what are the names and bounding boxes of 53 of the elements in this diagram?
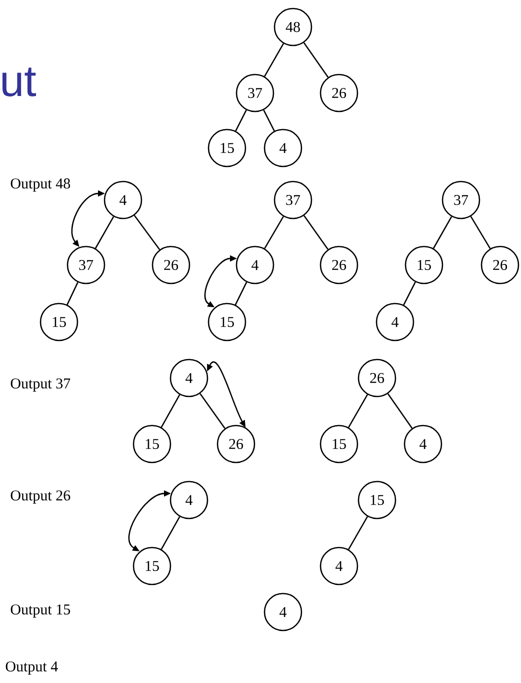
tree-node: 26 — [480, 246, 520, 284]
tree-node: 15 — [208, 128, 246, 168]
tree-edge — [235, 110, 247, 132]
tree-node: 15 — [404, 246, 444, 284]
output-label: Output 37 — [10, 378, 70, 392]
tree-edge — [432, 216, 452, 249]
tree-edge — [160, 516, 180, 550]
tree-node: 26 — [320, 246, 358, 284]
tree-node: 15 — [132, 424, 172, 464]
tree-edge — [303, 42, 329, 78]
tree-node: 15 — [40, 302, 78, 342]
tree-edge — [160, 394, 180, 428]
tree-node: 15 — [320, 424, 358, 464]
tree-node: 4 — [320, 546, 358, 586]
tree-node: 26 — [320, 74, 358, 112]
tree-edge — [264, 216, 284, 249]
tree-node: 15 — [132, 546, 172, 586]
tree-node: 37 — [274, 180, 312, 220]
tree-node: 15 — [358, 480, 396, 520]
tree-edge — [387, 393, 413, 429]
tree-node: 4 — [376, 302, 414, 342]
tree-node: 4 — [104, 180, 142, 220]
tree-node: 26 — [216, 424, 256, 464]
tree-edge — [200, 393, 226, 429]
tree-node: 37 — [66, 246, 106, 284]
tree-edge — [94, 216, 114, 249]
tree-node: 15 — [208, 302, 246, 342]
tree-node: 4 — [236, 246, 274, 284]
tree-node: 37 — [236, 74, 274, 112]
tree-node: 26 — [152, 246, 190, 284]
tree-edge — [234, 282, 248, 306]
tree-edge — [264, 43, 284, 77]
tree-node: 4 — [264, 128, 302, 168]
tree-edge — [470, 216, 491, 249]
tree-node: 4 — [170, 358, 208, 398]
tree-node: 4 — [170, 480, 208, 520]
tree-edge — [348, 394, 368, 428]
tree-edge — [304, 215, 328, 250]
tree-node: 4 — [404, 424, 442, 464]
output-label: Output 48 — [10, 178, 70, 192]
tree-node: 48 — [274, 8, 312, 46]
output-label: Output 26 — [10, 490, 70, 504]
tree-edge — [134, 215, 160, 250]
tree-node: 4 — [264, 592, 302, 632]
output-label: Output 4 — [6, 661, 58, 675]
tree-edge — [403, 282, 416, 306]
tree-edge — [348, 516, 368, 550]
output-label: Output 15 — [10, 604, 70, 618]
title: ut — [2, 68, 36, 96]
tree-node: 37 — [442, 180, 480, 220]
tree-edge — [263, 110, 275, 132]
tree-edge — [66, 282, 78, 305]
tree-node: 26 — [358, 358, 396, 398]
